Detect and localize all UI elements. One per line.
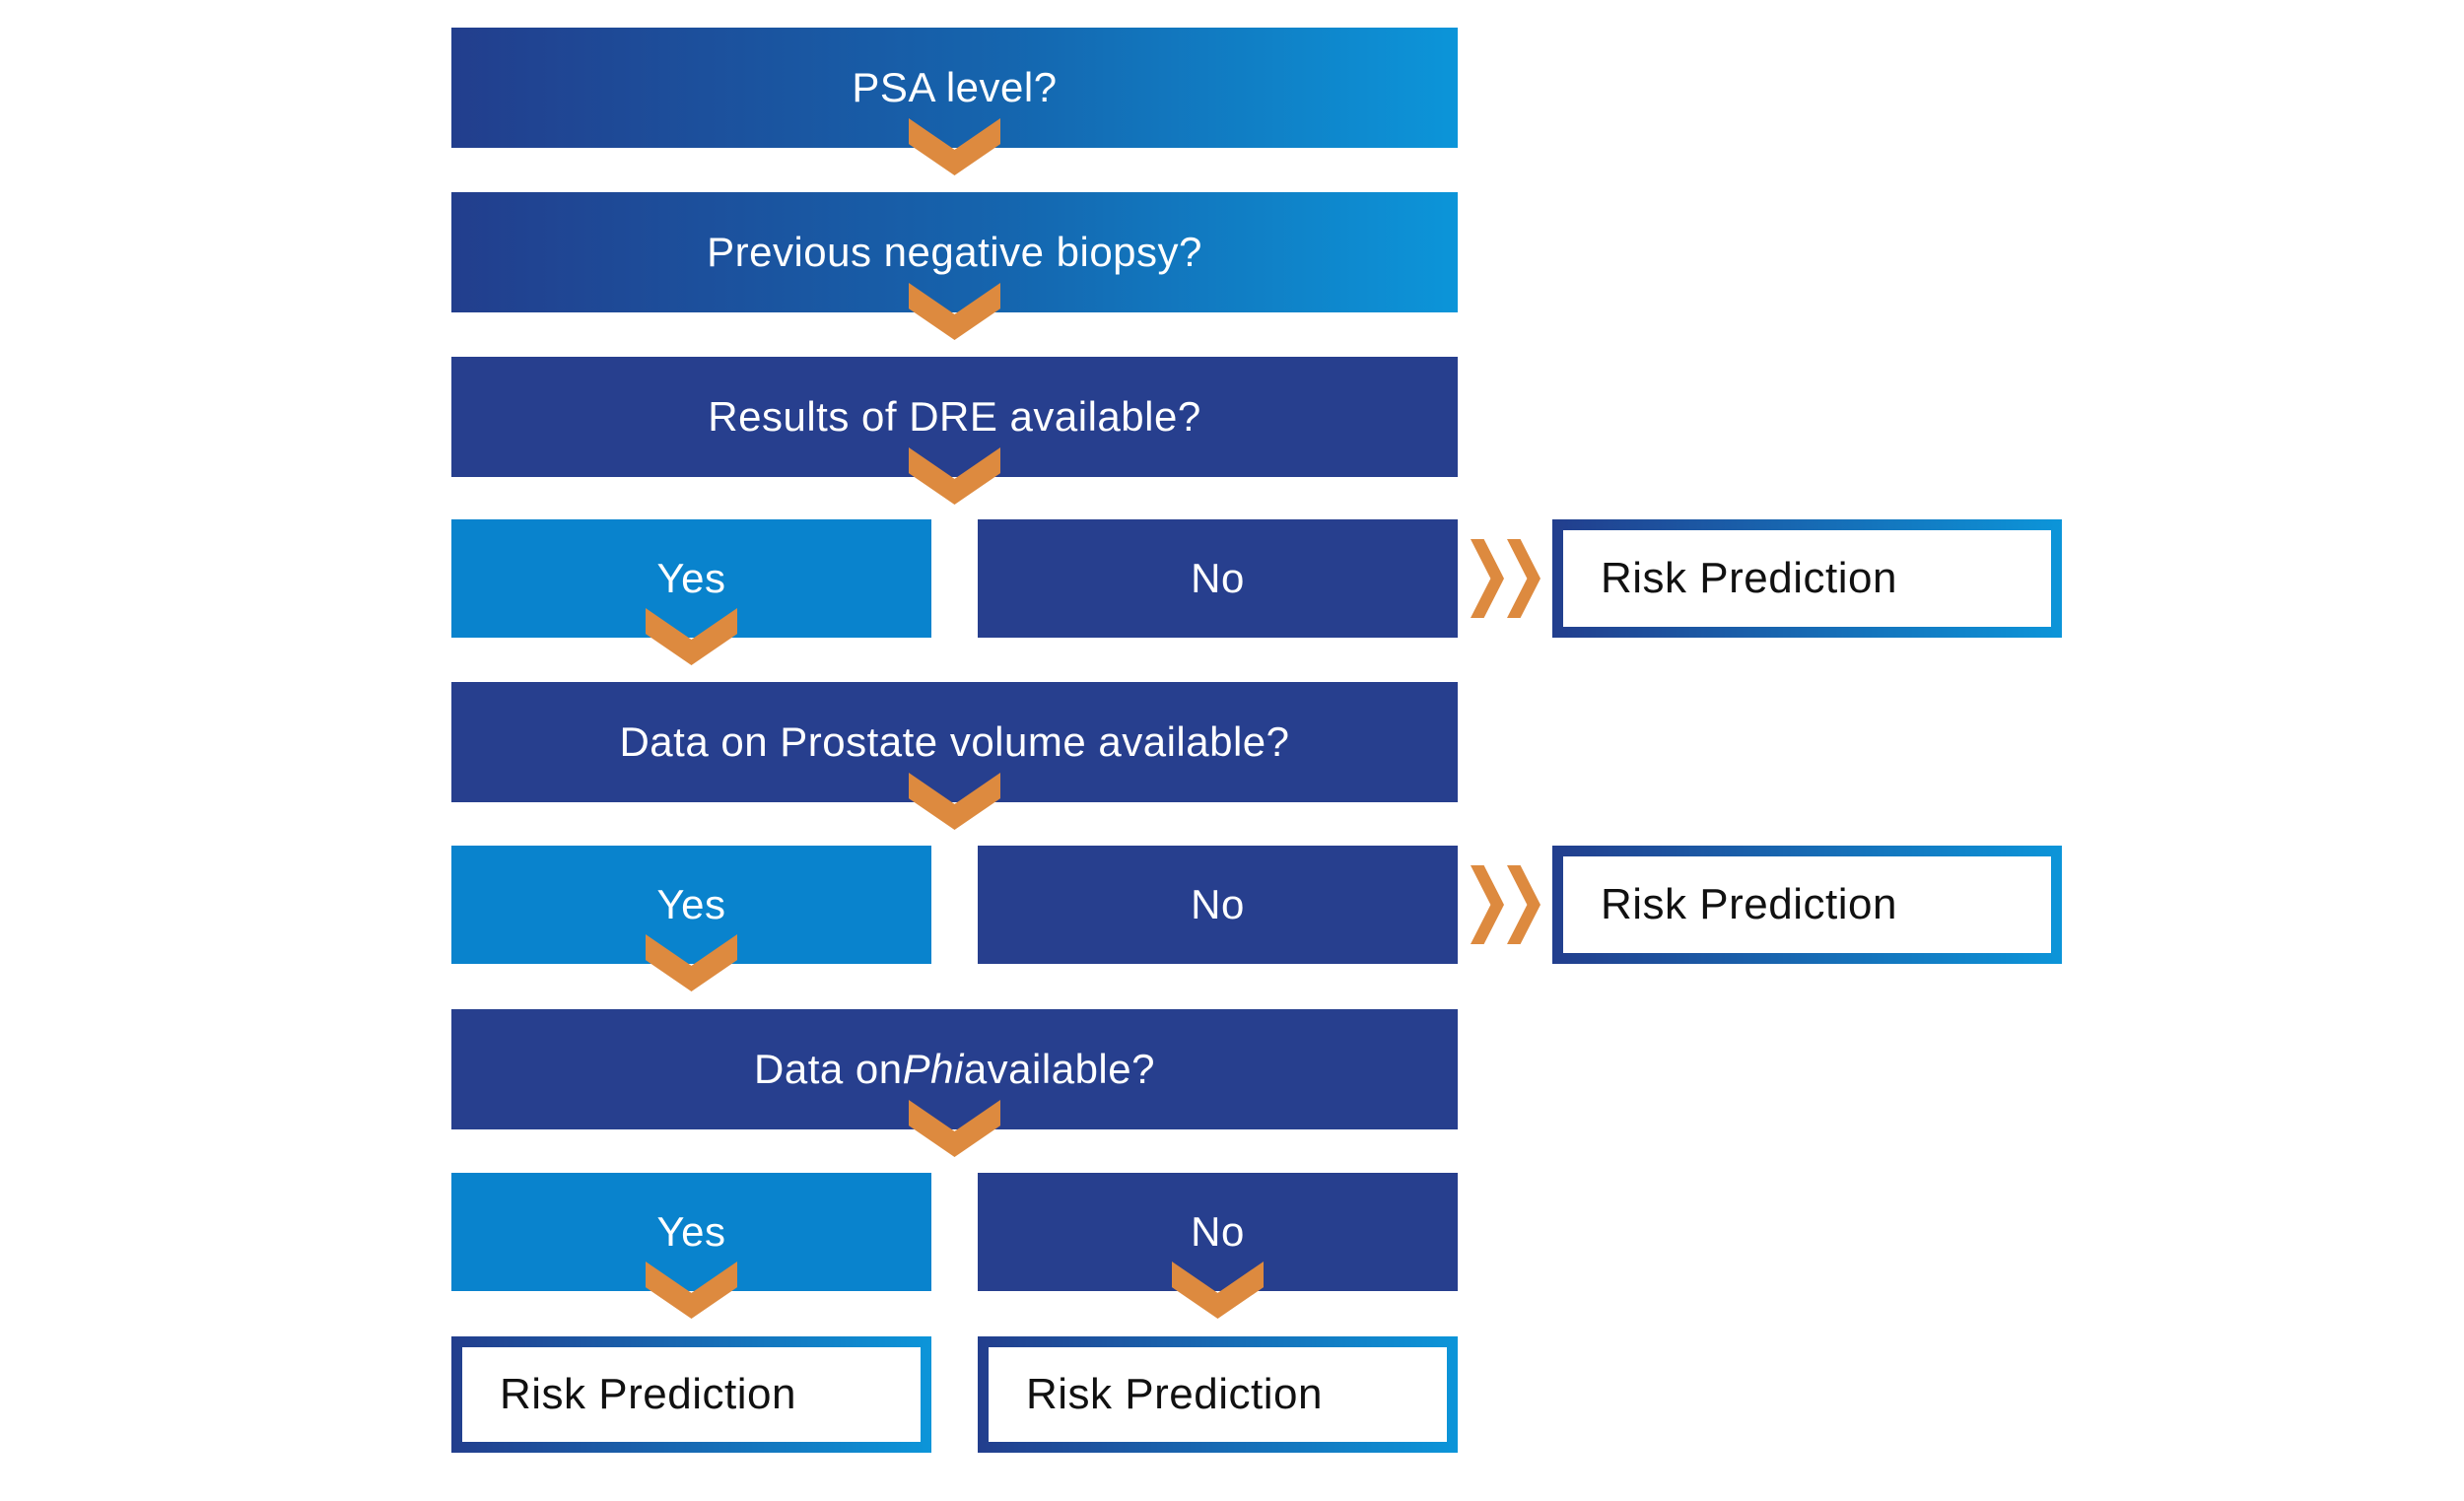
flow-node-phi-yes-label: Yes [656,1208,726,1255]
flow-node-dre-no-label: No [1191,555,1245,601]
flow-node-psa-label: PSA level? [852,64,1058,110]
flow-node-phi-label-italic: Phi [902,1046,964,1092]
flow-node-volume-label: Data on Prostate volume available? [619,718,1290,765]
chevron-right-band-icon [1471,539,1504,618]
flow-node-dre-label: Results of DRE available? [708,393,1201,440]
chevron-right-band-icon [1471,865,1504,944]
flow-node-biopsy-label: Previous negative biopsy? [707,229,1202,275]
flow-node-volume-yes: Yes [451,846,931,964]
risk-prediction-label: Risk Prediction [1563,530,2051,627]
risk-prediction-label: Risk Prediction [989,1347,1447,1442]
flow-node-volume-yes-label: Yes [656,881,726,927]
chevron-right-band-icon [1507,539,1540,618]
flow-node-phi-no-label: No [1191,1208,1245,1255]
risk-prediction-label: Risk Prediction [462,1347,921,1442]
flow-node-risk-prediction-dre: Risk Prediction [1552,519,2062,638]
flow-node-psa: PSA level? [451,28,1458,148]
double-chevron-right-icon [1471,865,1541,944]
flow-node-phi-label-suffix: available? [963,1046,1155,1092]
flow-node-dre: Results of DRE available? [451,357,1458,477]
flow-node-risk-prediction-phi-no: Risk Prediction [978,1336,1458,1453]
flow-node-risk-prediction-volume: Risk Prediction [1552,846,2062,964]
risk-prediction-label: Risk Prediction [1563,856,2051,953]
flow-node-volume-no: No [978,846,1458,964]
double-chevron-right-icon [1471,539,1541,618]
chevron-right-band-icon [1507,865,1540,944]
flow-node-risk-prediction-phi-yes: Risk Prediction [451,1336,931,1453]
flow-node-phi-no: No [978,1173,1458,1291]
flow-node-volume: Data on Prostate volume available? [451,682,1458,802]
flow-node-phi-label-prefix: Data on [754,1046,903,1092]
flow-node-volume-no-label: No [1191,881,1245,927]
flow-node-dre-no: No [978,519,1458,638]
flow-node-biopsy: Previous negative biopsy? [451,192,1458,312]
flow-node-dre-yes: Yes [451,519,931,638]
flow-node-dre-yes-label: Yes [656,555,726,601]
flow-node-phi-yes: Yes [451,1173,931,1291]
flow-node-phi: Data on Phi available? [451,1009,1458,1129]
